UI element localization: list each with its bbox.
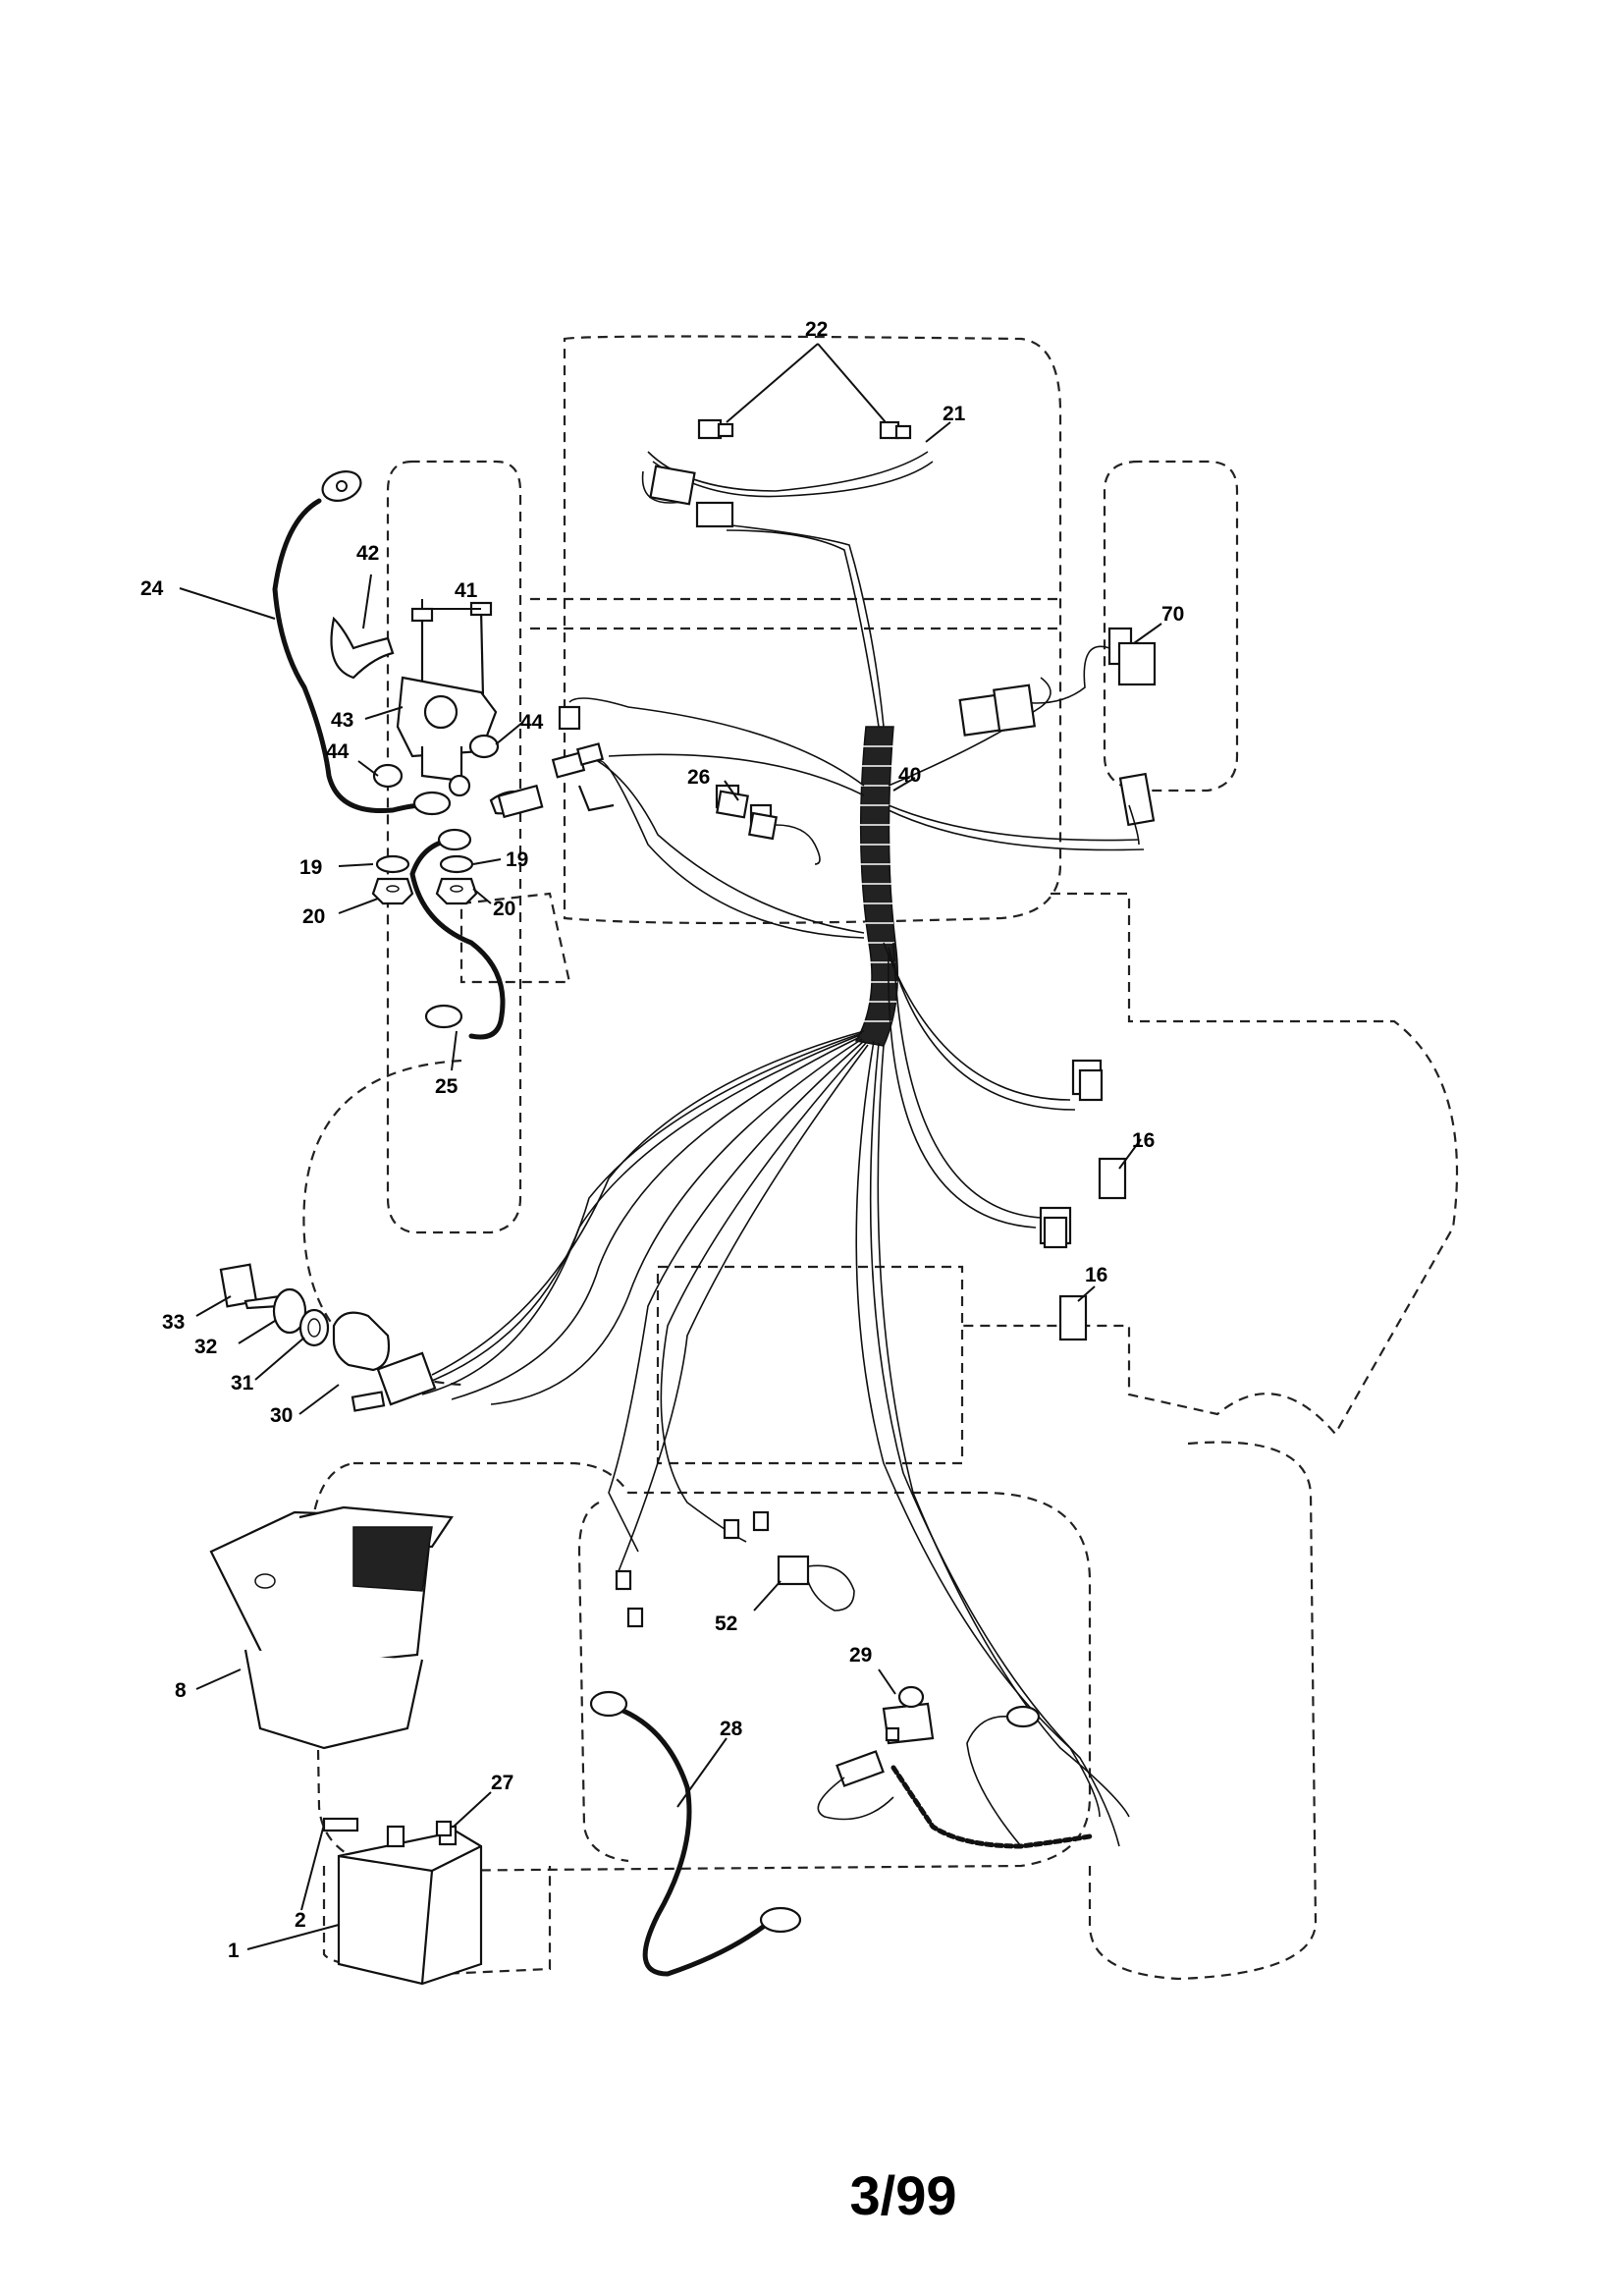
callout-1: 1 [228,1940,240,1962]
leader-lines [179,343,1162,1950]
callout-28: 28 [720,1718,743,1740]
bulb-socket-left-icon [697,418,723,440]
callout-41: 41 [455,579,478,602]
callout-8: 8 [175,1679,187,1702]
callout-52: 52 [715,1613,737,1635]
callout-43: 43 [331,709,353,732]
callout-44-left: 44 [326,740,350,763]
main-harness-conduit [854,726,899,1047]
bezel-32-icon [272,1287,307,1335]
cable-25 [409,828,506,1040]
battery [322,1817,483,1986]
callout-40: 40 [898,764,921,787]
boot-42-icon [330,616,395,680]
connector-26-group [716,790,821,865]
callout-26: 26 [687,766,710,789]
callout-70: 70 [1161,603,1184,626]
callout-24: 24 [140,577,164,600]
bolt-2-icon [322,1817,359,1832]
callout-25: 25 [435,1075,458,1098]
callout-16-lower: 16 [1085,1264,1107,1286]
hardware-19-20 [371,854,478,905]
connector-16-lower-icon [1058,1294,1088,1341]
connector-52-icon [777,1555,810,1586]
connector-52-group [615,1510,855,1628]
callout-20-right: 20 [493,898,515,920]
ignition-switch-group [219,1263,437,1412]
callout-44-right: 44 [520,711,544,734]
callout-2: 2 [295,1909,306,1932]
battery-box-vent-icon [352,1526,433,1592]
callout-32: 32 [194,1336,217,1358]
connector-26-icon [716,790,749,819]
callout-29: 29 [849,1644,872,1667]
callout-16-upper: 16 [1132,1129,1155,1152]
nut-27-icon [435,1820,453,1837]
callout-19-right: 19 [506,848,528,871]
callout-22: 22 [805,318,828,341]
cable-28 [589,1690,802,1977]
harness-wires [421,524,1145,1847]
page-number: 3/99 [850,2164,957,2226]
headlight-connector-icon [695,501,734,528]
ignition-switch-30-icon [332,1311,391,1372]
callout-42: 42 [356,542,379,565]
callout-21: 21 [943,403,966,425]
callout-20-left: 20 [302,905,325,928]
headlight-assembly [641,418,934,528]
callout-31: 31 [231,1372,254,1394]
callouts: 22 21 42 41 24 70 43 44 44 26 40 19 19 2… [140,318,1184,1962]
cable-24 [272,470,452,816]
callout-33: 33 [162,1311,185,1334]
connector-16-group [1039,1059,1127,1341]
connector-70-group [958,627,1157,846]
solenoid-assembly [330,601,773,827]
connector-70-icon [1117,641,1157,686]
switch-29-group [817,1685,1093,1849]
callout-30: 30 [270,1404,293,1427]
battery-box [209,1505,454,1750]
callout-19-left: 19 [299,856,322,879]
callout-27: 27 [491,1772,513,1794]
